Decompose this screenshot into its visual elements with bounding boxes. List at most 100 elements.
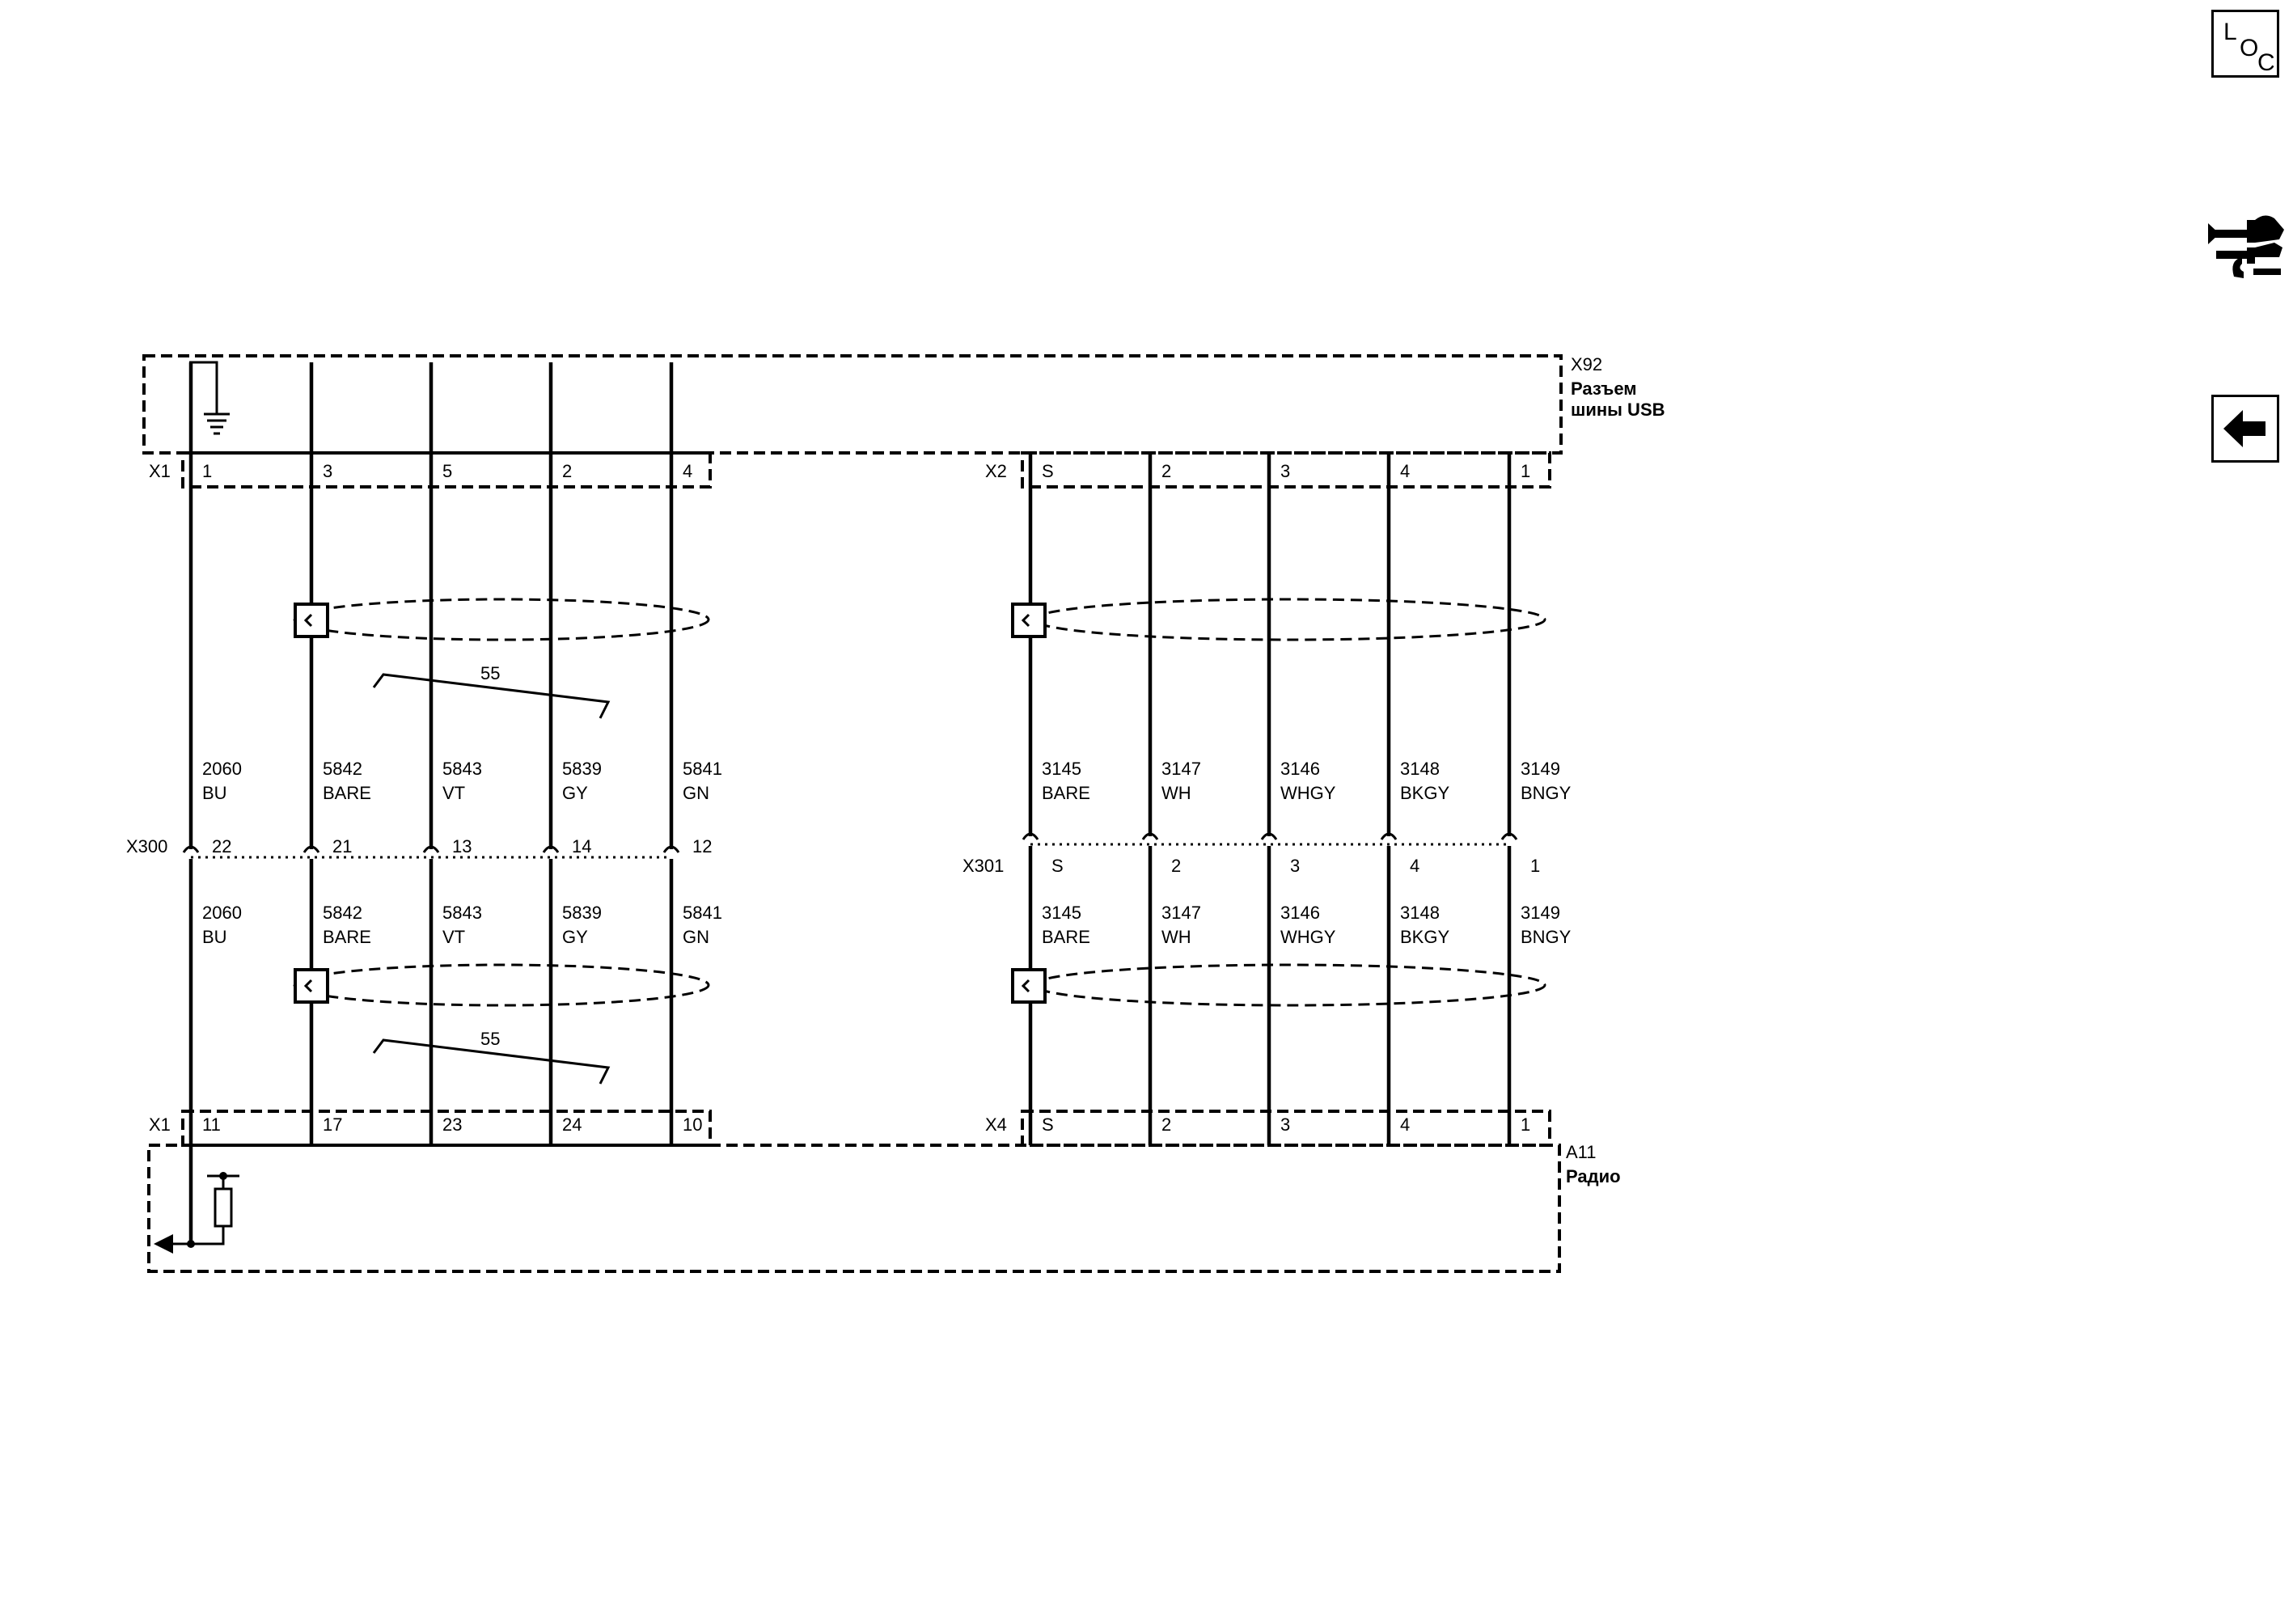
connector-label-x300: X300 — [126, 836, 167, 856]
wire-3145-connector-arc — [1022, 832, 1039, 840]
pin-label-bottom: 3 — [1280, 1114, 1290, 1135]
wire-color-upper: WHGY — [1280, 783, 1336, 803]
pin-label-bottom: 17 — [323, 1114, 342, 1135]
loc-button[interactable]: L O C — [2211, 10, 2279, 78]
wire-color-lower: WH — [1161, 927, 1191, 947]
twist-rate-upper: 55 — [480, 663, 500, 683]
circuit-number-upper: 5843 — [442, 759, 482, 779]
wire-5839-connector-arc — [542, 845, 560, 853]
wire-color-upper: VT — [442, 783, 465, 803]
circuit-number-upper: 3146 — [1280, 759, 1320, 779]
pin-label-inline: 14 — [572, 836, 591, 856]
pin-label-inline: 22 — [212, 836, 231, 856]
connector-label-x1-bottom: X1 — [149, 1114, 171, 1135]
pin-label-top: 2 — [1161, 461, 1171, 481]
component-id-x92: X92 — [1571, 354, 1602, 374]
wire-color-lower: BARE — [323, 927, 371, 947]
circuit-number-lower: 5839 — [562, 903, 602, 923]
drain-box-left-upper — [294, 603, 329, 638]
pin-label-inline: 4 — [1410, 856, 1419, 876]
connector-x4-bottom-shell — [1021, 1110, 1551, 1147]
circuit-number-lower: 3146 — [1280, 903, 1320, 923]
pin-label-bottom: 23 — [442, 1114, 462, 1135]
wire-color-upper: BKGY — [1400, 783, 1449, 803]
wire-3149-connector-arc — [1500, 832, 1518, 840]
pin-label-top: 3 — [323, 461, 332, 481]
pin-label-bottom: 1 — [1521, 1114, 1530, 1135]
pin-label-bottom: 2 — [1161, 1114, 1171, 1135]
component-name-radio: Радио — [1566, 1166, 1621, 1186]
shield-ellipse-right-upper — [1032, 598, 1546, 641]
wire-color-upper: BARE — [1042, 783, 1090, 803]
circuit-number-lower: 3145 — [1042, 903, 1081, 923]
pin-label-inline: 12 — [692, 836, 712, 856]
loc-letter-c: C — [2257, 49, 2275, 76]
circuit-number-lower: 3147 — [1161, 903, 1201, 923]
ground-icon — [189, 361, 230, 435]
pin-label-top: 4 — [683, 461, 692, 481]
pin-label-bottom: 4 — [1400, 1114, 1410, 1135]
drain-box-right-upper — [1011, 603, 1047, 638]
circuit-number-lower: 5843 — [442, 903, 482, 923]
component-name-line2: шины USB — [1571, 400, 1665, 420]
connector-navigation-icon[interactable] — [2205, 201, 2289, 291]
wire-color-upper: GY — [562, 783, 588, 803]
wire-color-lower: BU — [202, 927, 227, 947]
usb-bus-connector-box — [142, 354, 1563, 455]
loc-letter-o: O — [2240, 35, 2259, 61]
circuit-number-upper: 5842 — [323, 759, 362, 779]
twist-rate-lower: 55 — [480, 1029, 500, 1049]
pin-label-top: 4 — [1400, 461, 1410, 481]
drain-box-right-lower — [1011, 968, 1047, 1004]
pin-label-top: 1 — [1521, 461, 1530, 481]
radio-module-box — [147, 1144, 1561, 1273]
back-button[interactable] — [2211, 395, 2279, 463]
pin-label-inline: 21 — [332, 836, 352, 856]
connector-label-x2-top: X2 — [985, 461, 1007, 481]
pin-label-top: 2 — [562, 461, 572, 481]
circuit-number-lower: 5842 — [323, 903, 362, 923]
circuit-number-upper: 3148 — [1400, 759, 1440, 779]
wire-color-lower: BARE — [1042, 927, 1090, 947]
circuit-number-upper: 2060 — [202, 759, 242, 779]
twist-symbol-upper: 55 — [372, 663, 611, 719]
pin-label-top: S — [1042, 461, 1054, 481]
wire-color-upper: WH — [1161, 783, 1191, 803]
wire-color-upper: GN — [683, 783, 709, 803]
pin-label-inline: 2 — [1171, 856, 1181, 876]
circuit-number-upper: 3145 — [1042, 759, 1081, 779]
pin-label-bottom: 10 — [683, 1114, 702, 1135]
shield-ellipse-right-lower — [1032, 963, 1546, 1007]
component-id-a11: A11 — [1566, 1142, 1597, 1162]
pin-label-inline: 3 — [1290, 856, 1300, 876]
circuit-number-upper: 3147 — [1161, 759, 1201, 779]
wire-color-upper: BU — [202, 783, 227, 803]
connector-x2-top-shell — [1021, 451, 1551, 488]
wire-color-lower: GY — [562, 927, 588, 947]
shield-ellipse-left-upper — [293, 598, 710, 641]
wire-color-lower: BKGY — [1400, 927, 1449, 947]
circuit-number-upper: 5841 — [683, 759, 722, 779]
connector-x1-top-shell — [181, 451, 712, 488]
pin-label-inline: 1 — [1530, 856, 1540, 876]
wire-color-lower: WHGY — [1280, 927, 1336, 947]
circuit-number-lower: 3148 — [1400, 903, 1440, 923]
connector-label-x301: X301 — [962, 856, 1004, 876]
pin-label-top: 5 — [442, 461, 452, 481]
circuit-number-upper: 3149 — [1521, 759, 1560, 779]
wire-5842-connector-arc — [302, 845, 320, 853]
wire-5841-connector-arc — [662, 845, 680, 853]
wire-color-lower: VT — [442, 927, 465, 947]
connector-label-x1-top: X1 — [149, 461, 171, 481]
pin-label-top: 3 — [1280, 461, 1290, 481]
circuit-number-upper: 5839 — [562, 759, 602, 779]
pin-label-bottom: S — [1042, 1114, 1054, 1135]
pin-label-inline: S — [1051, 856, 1064, 876]
arrow-left-icon — [2223, 410, 2266, 447]
wire-color-upper: BARE — [323, 783, 371, 803]
pin-label-inline: 13 — [452, 836, 472, 856]
wire-5843-connector-arc — [422, 845, 440, 853]
pin-label-bottom: 24 — [562, 1114, 582, 1135]
circuit-number-lower: 3149 — [1521, 903, 1560, 923]
